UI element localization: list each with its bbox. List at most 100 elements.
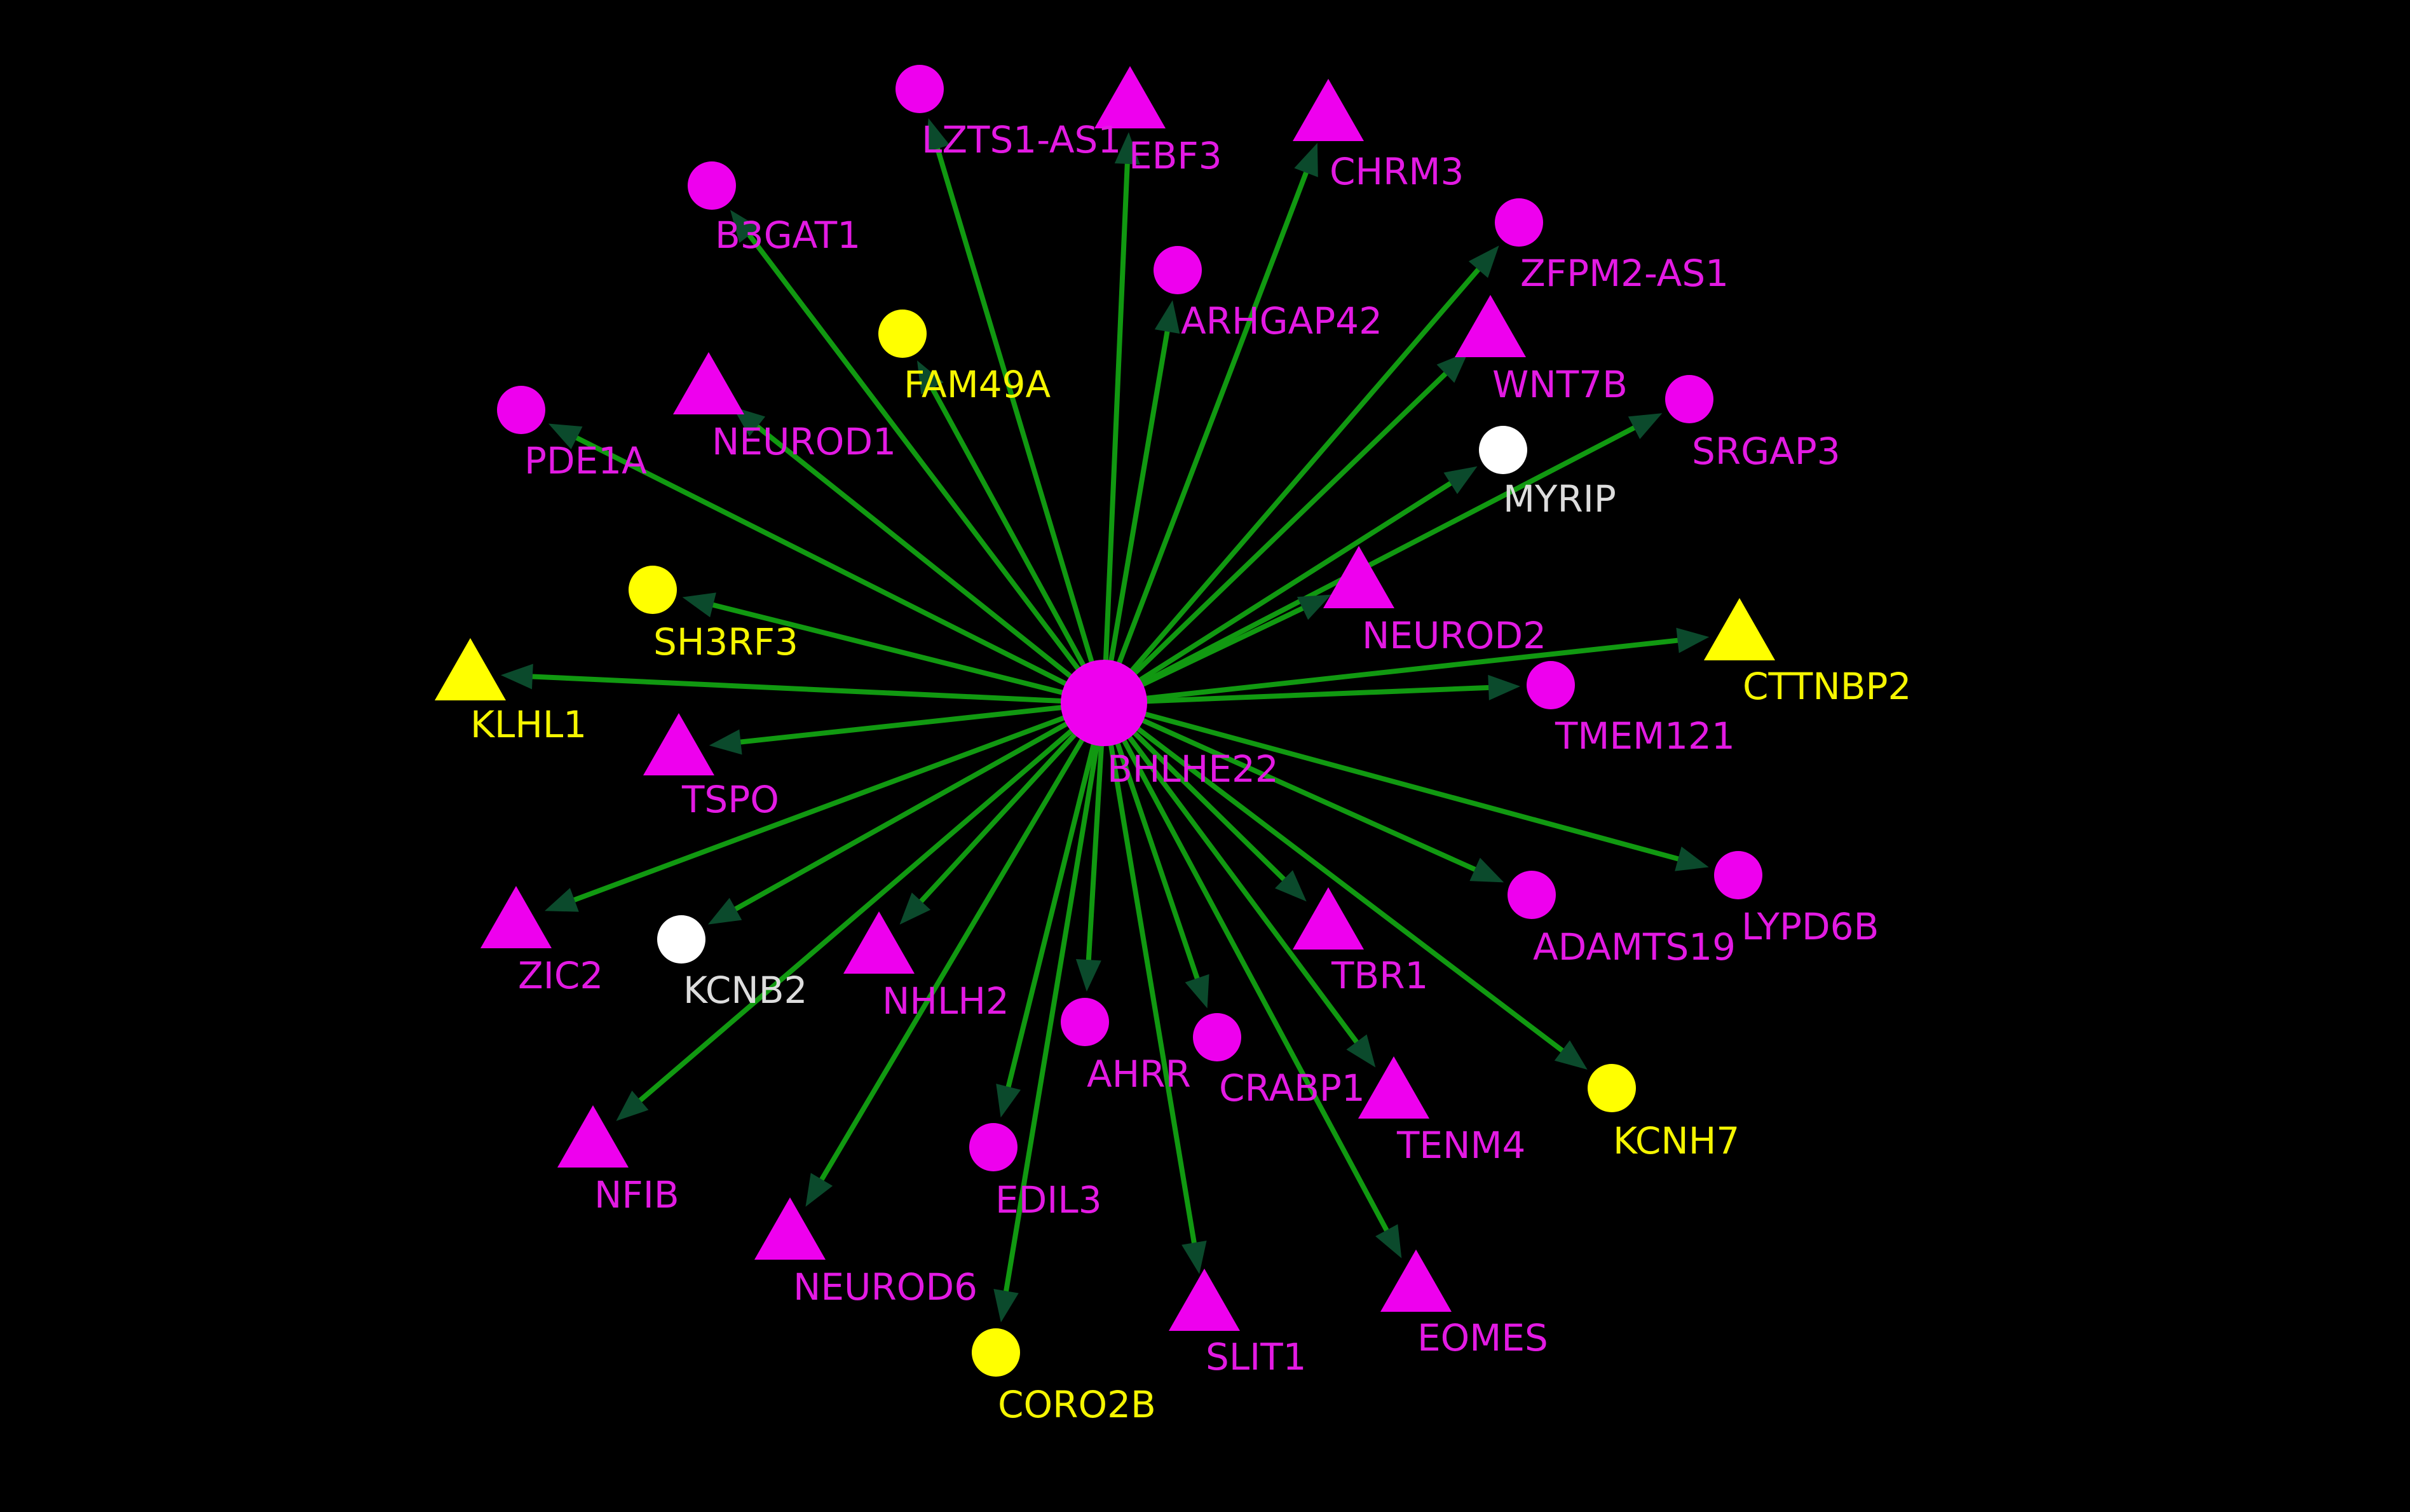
arrowhead-CORO2B bbox=[993, 1289, 1019, 1323]
node-label-WNT7B: WNT7B bbox=[1492, 363, 1628, 406]
edge-BHLHE22-B3GAT1 bbox=[739, 223, 1087, 679]
edge-BHLHE22-ZIC2 bbox=[561, 711, 1075, 907]
arrowhead-CHRM3 bbox=[1294, 142, 1318, 177]
edge-BHLHE22-ADAMTS19 bbox=[1131, 713, 1488, 877]
node-label-KCNH7: KCNH7 bbox=[1613, 1119, 1739, 1162]
node-AHRR[interactable] bbox=[1061, 998, 1109, 1046]
node-WNT7B[interactable] bbox=[1455, 295, 1526, 357]
node-ZFPM2-AS1[interactable] bbox=[1495, 198, 1543, 247]
node-CORO2B[interactable] bbox=[972, 1328, 1020, 1377]
edge-BHLHE22-FAM49A bbox=[923, 376, 1091, 677]
edge-BHLHE22-NEUROD1 bbox=[745, 416, 1081, 685]
edge-BHLHE22-TMEM121 bbox=[1135, 684, 1502, 705]
node-BHLHE22[interactable] bbox=[1061, 660, 1147, 746]
node-TENM4[interactable] bbox=[1358, 1056, 1429, 1119]
node-label-NHLH2: NHLH2 bbox=[882, 979, 1009, 1023]
arrowhead-CTTNBP2 bbox=[1676, 627, 1710, 653]
node-label-CRABP1: CRABP1 bbox=[1219, 1066, 1365, 1110]
node-PDE1A[interactable] bbox=[497, 386, 545, 434]
arrowhead-B3GAT1 bbox=[730, 210, 760, 243]
edge-BHLHE22-TENM4 bbox=[1120, 726, 1366, 1054]
node-KLHL1[interactable] bbox=[435, 638, 506, 700]
node-B3GAT1[interactable] bbox=[688, 161, 736, 210]
node-label-CHRM3: CHRM3 bbox=[1330, 150, 1464, 193]
node-label-KCNB2: KCNB2 bbox=[683, 969, 807, 1012]
arrowhead-ADAMTS19 bbox=[1469, 857, 1504, 883]
edge-BHLHE22-KCNH7 bbox=[1127, 720, 1574, 1061]
node-label-BHLHE22: BHLHE22 bbox=[1107, 747, 1279, 791]
node-label-ADAMTS19: ADAMTS19 bbox=[1533, 925, 1736, 969]
arrowhead-EDIL3 bbox=[996, 1084, 1021, 1118]
edge-BHLHE22-LYPD6B bbox=[1134, 709, 1691, 865]
edge-BHLHE22-CRABP1 bbox=[1112, 732, 1204, 991]
arrowhead-PDE1A bbox=[548, 423, 583, 449]
node-NFIB[interactable] bbox=[557, 1105, 629, 1168]
arrowhead-SH3RF3 bbox=[682, 592, 716, 618]
arrowhead-FAM49A bbox=[916, 360, 944, 395]
node-NEUROD2[interactable] bbox=[1323, 546, 1394, 608]
node-EOMES[interactable] bbox=[1380, 1250, 1452, 1312]
edge-BHLHE22-EDIL3 bbox=[1002, 733, 1099, 1100]
edge-BHLHE22-CHRM3 bbox=[1113, 160, 1313, 674]
node-label-KLHL1: KLHL1 bbox=[470, 703, 587, 746]
edge-BHLHE22-AHRR bbox=[1085, 734, 1105, 973]
node-TBR1[interactable] bbox=[1293, 887, 1364, 950]
node-CRABP1[interactable] bbox=[1193, 1013, 1241, 1061]
node-label-NEUROD2: NEUROD2 bbox=[1362, 614, 1546, 657]
arrowhead-TENM4 bbox=[1346, 1034, 1376, 1068]
node-label-ZFPM2-AS1: ZFPM2-AS1 bbox=[1520, 252, 1729, 295]
node-LZTS1-AS1[interactable] bbox=[895, 65, 944, 113]
edge-BHLHE22-SRGAP3 bbox=[1131, 419, 1647, 691]
edges-layer bbox=[500, 118, 1710, 1323]
node-label-FAM49A: FAM49A bbox=[904, 363, 1051, 406]
arrowhead-CRABP1 bbox=[1185, 974, 1209, 1009]
arrowhead-AHRR bbox=[1075, 958, 1101, 992]
arrowhead-ZFPM2-AS1 bbox=[1468, 245, 1499, 278]
node-label-LYPD6B: LYPD6B bbox=[1741, 905, 1879, 948]
node-KCNH7[interactable] bbox=[1588, 1064, 1636, 1112]
node-CHRM3[interactable] bbox=[1293, 79, 1364, 141]
node-TMEM121[interactable] bbox=[1527, 661, 1575, 709]
node-KCNB2[interactable] bbox=[657, 915, 705, 964]
node-SRGAP3[interactable] bbox=[1665, 375, 1713, 423]
node-ARHGAP42[interactable] bbox=[1154, 246, 1202, 294]
node-SLIT1[interactable] bbox=[1169, 1269, 1240, 1331]
edge-BHLHE22-NEUROD6 bbox=[813, 728, 1090, 1192]
node-label-TMEM121: TMEM121 bbox=[1555, 714, 1735, 758]
arrowhead-SLIT1 bbox=[1181, 1241, 1207, 1274]
arrowhead-NEUROD2 bbox=[1297, 594, 1331, 620]
node-label-EBF3: EBF3 bbox=[1129, 134, 1222, 177]
node-NHLH2[interactable] bbox=[843, 911, 915, 974]
node-SH3RF3[interactable] bbox=[629, 566, 677, 614]
edge-BHLHE22-LZTS1-AS1 bbox=[931, 135, 1098, 674]
edge-BHLHE22-SLIT1 bbox=[1106, 733, 1199, 1256]
node-NEUROD1[interactable] bbox=[673, 352, 744, 414]
node-label-ARHGAP42: ARHGAP42 bbox=[1181, 299, 1382, 343]
arrowhead-TMEM121 bbox=[1488, 674, 1521, 700]
node-label-SLIT1: SLIT1 bbox=[1206, 1335, 1307, 1379]
node-EDIL3[interactable] bbox=[969, 1123, 1018, 1171]
edge-BHLHE22-KLHL1 bbox=[519, 673, 1073, 704]
edge-BHLHE22-KCNB2 bbox=[723, 716, 1078, 918]
node-label-TSPO: TSPO bbox=[681, 778, 779, 821]
edge-BHLHE22-TSPO bbox=[728, 704, 1073, 746]
edge-BHLHE22-TBR1 bbox=[1124, 723, 1295, 890]
node-LYPD6B[interactable] bbox=[1714, 851, 1762, 899]
arrowhead-KCNH7 bbox=[1554, 1040, 1588, 1070]
node-ZIC2[interactable] bbox=[480, 886, 552, 948]
node-FAM49A[interactable] bbox=[878, 310, 927, 358]
node-CTTNBP2[interactable] bbox=[1704, 598, 1775, 660]
node-label-AHRR: AHRR bbox=[1087, 1052, 1191, 1096]
edge-BHLHE22-MYRIP bbox=[1129, 474, 1463, 688]
arrowhead-NEUROD6 bbox=[805, 1173, 833, 1207]
node-ADAMTS19[interactable] bbox=[1508, 871, 1556, 919]
edge-BHLHE22-SH3RF3 bbox=[700, 599, 1074, 698]
node-MYRIP[interactable] bbox=[1479, 426, 1527, 474]
node-label-CTTNBP2: CTTNBP2 bbox=[1743, 665, 1911, 708]
node-EBF3[interactable] bbox=[1094, 66, 1166, 128]
node-NEUROD6[interactable] bbox=[754, 1197, 826, 1260]
node-TSPO[interactable] bbox=[643, 713, 714, 775]
